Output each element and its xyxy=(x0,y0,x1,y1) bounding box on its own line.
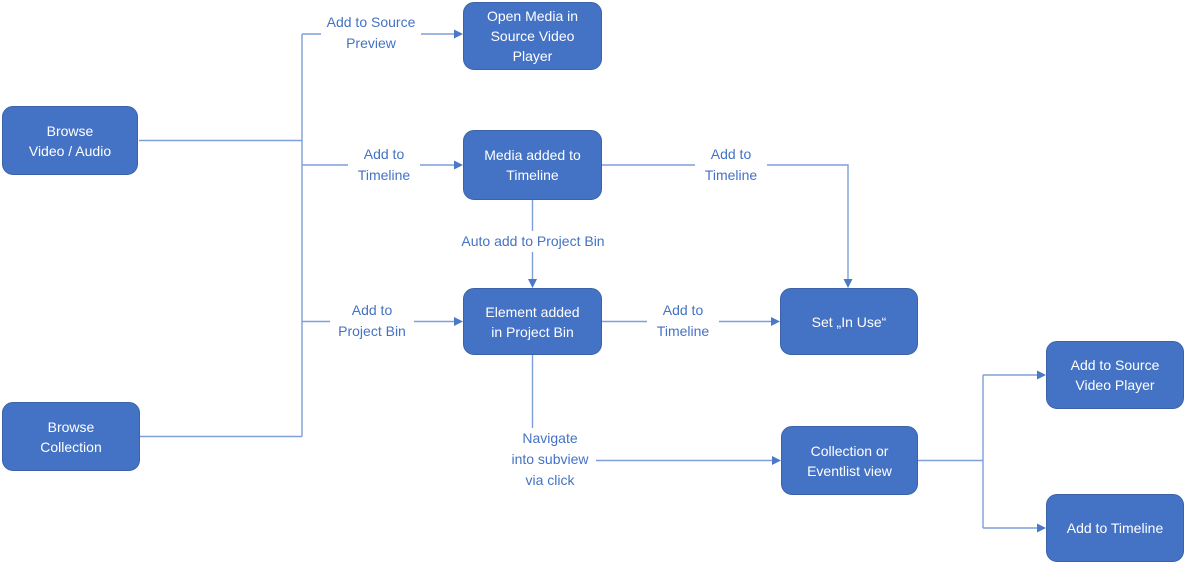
edge-label-add-to-project-bin: Add to Project Bin xyxy=(330,300,414,342)
edge-label-auto-add-to-project-bin: Auto add to Project Bin xyxy=(456,231,610,252)
edge-label-add-to-timeline-media: Add to Timeline xyxy=(695,144,767,186)
edge-label-add-to-source-preview: Add to Source Preview xyxy=(321,12,421,54)
node-set-in-use: Set „In Use“ xyxy=(780,288,918,355)
edge-label-add-to-timeline-element: Add to Timeline xyxy=(647,300,719,342)
connector-split-to-add-source-player xyxy=(983,370,1046,380)
connector-media-to-set-in-use xyxy=(602,164,853,288)
edge-label-navigate-into-subview: Navigate into subview via click xyxy=(504,428,596,491)
node-browse-collection: Browse Collection xyxy=(2,402,140,471)
node-media-added-to-timeline: Media added to Timeline xyxy=(463,130,602,200)
node-open-media-source-video-player: Open Media in Source Video Player xyxy=(463,2,602,70)
node-element-added-in-project-bin: Element added in Project Bin xyxy=(463,288,602,355)
node-browse-video-audio: Browse Video / Audio xyxy=(2,106,138,175)
connector-split-to-add-timeline xyxy=(983,523,1046,533)
node-add-to-timeline: Add to Timeline xyxy=(1046,494,1184,562)
node-add-to-source-video-player: Add to Source Video Player xyxy=(1046,341,1184,409)
node-collection-or-eventlist-view: Collection or Eventlist view xyxy=(781,426,918,495)
edge-label-add-to-timeline-branch: Add to Timeline xyxy=(348,144,420,186)
